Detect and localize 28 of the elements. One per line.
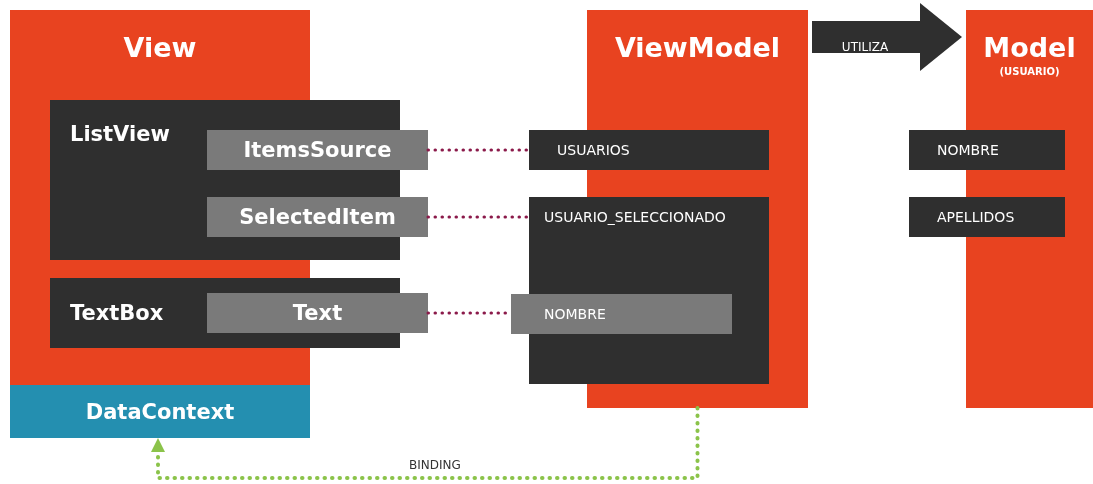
panel-title: View [122,32,198,63]
edge-label: UTILIZA [841,40,889,54]
box-label: NOMBRE [544,306,606,322]
dotted-arrow [151,406,700,480]
box-label: ItemsSource [242,138,393,162]
box-label: USUARIOS [557,142,630,158]
property-box [207,293,428,333]
property-box [207,130,428,170]
property-box [511,294,732,334]
panel-title: ViewModel [613,32,782,63]
box-label: DataContext [84,399,236,424]
box-label: Text [291,301,344,325]
subtitle: (USUARIO) [998,66,1061,77]
box-label: TextBox [70,301,164,325]
dotted-line [426,215,531,219]
box-label: ListView [70,122,170,146]
box-label: APELLIDOS [937,209,1015,225]
block-arrow [812,3,962,71]
property-box [909,197,1065,237]
property-box [207,197,428,237]
datacontext-box [10,385,310,438]
panel-title: Model [982,32,1077,63]
box-label: SelectedItem [238,205,397,229]
box-label: NOMBRE [937,142,999,158]
property-box [529,130,769,170]
property-box [909,130,1065,170]
box-label: USUARIO_SELECCIONADO [544,209,726,225]
dotted-line [426,148,531,152]
